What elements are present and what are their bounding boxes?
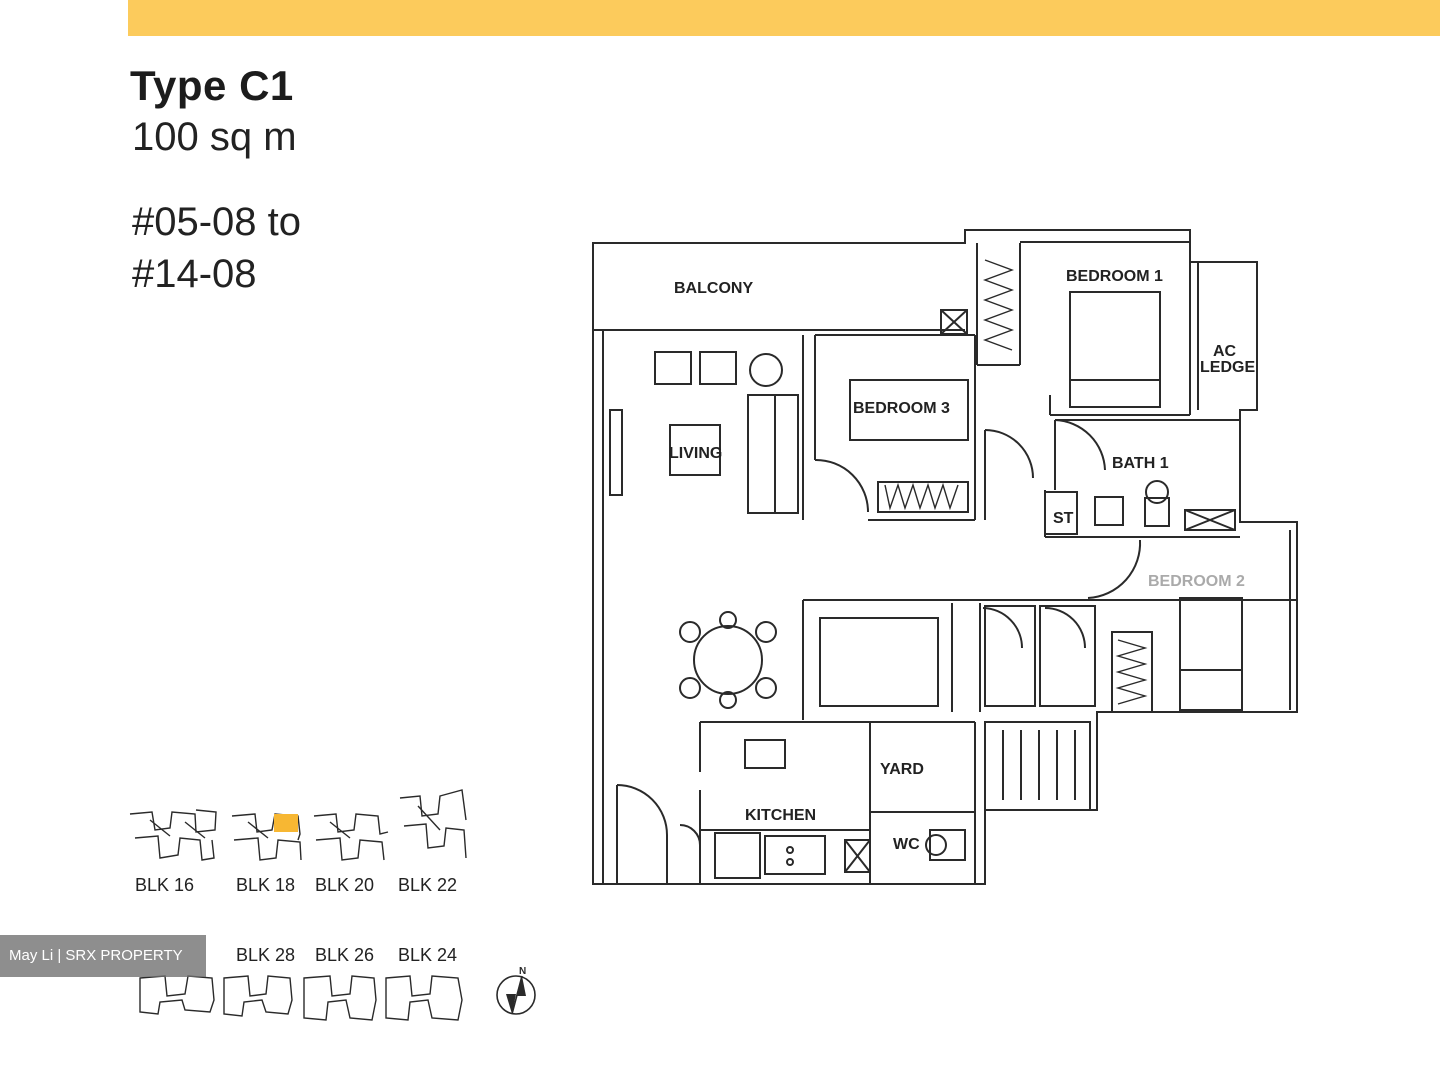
key-plan-blk16 [129,809,217,861]
key-plan-label-blk20: BLK 20 [315,875,374,895]
key-plan-label-blk26: BLK 26 [315,945,374,965]
bed-3 [849,379,969,441]
compass-north-label: N [519,966,526,977]
key-plan-bottom-row [139,975,463,1021]
unit-area: 100 sq m [132,115,297,159]
room-label-bath1: BATH 1 [1112,455,1169,472]
key-plan-highlight-unit [274,814,298,832]
room-label-living: LIVING [669,445,722,462]
watermark-overlay: May Li | SRX PROPERTY [0,935,206,977]
room-label-st: ST [1053,510,1074,527]
unit-type-title: Type C1 [130,62,294,109]
dining-table [693,625,763,695]
key-plan-label-blk28: BLK 28 [236,945,295,965]
sofa [747,394,799,514]
bed-2 [1179,597,1243,711]
accent-bar [128,0,1440,36]
bed-1 [1069,291,1161,408]
unit-range-line1: #05-08 to [132,200,302,244]
key-plan-label-blk16: BLK 16 [135,875,194,895]
outer-wall [592,229,1298,885]
key-plan-blk20 [313,813,389,861]
dry-kitchen-island [819,617,939,707]
key-plan-label-blk18: BLK 18 [236,875,295,895]
room-label-bedroom2: BEDROOM 2 [1148,573,1245,590]
key-plan-blk18 [231,813,302,861]
key-plan-top-row [129,789,467,861]
room-label-bedroom3: BEDROOM 3 [853,400,950,417]
room-label-ac-ledge-1: AC [1213,343,1237,360]
key-plan-label-blk22: BLK 22 [398,875,457,895]
room-label-ac-ledge-2: LEDGE [1200,359,1255,376]
north-compass-icon: N [496,966,536,1015]
unit-range-line2: #14-08 [132,252,257,296]
unit-range: #05-08 to #14-08 [132,196,301,300]
key-plan-blk22 [399,789,467,859]
room-label-kitchen: KITCHEN [745,807,816,824]
room-label-yard: YARD [880,761,924,778]
room-label-wc: WC [893,836,920,853]
room-label-bedroom1: BEDROOM 1 [1066,268,1163,285]
key-plan-label-blk24: BLK 24 [398,945,457,965]
coffee-table [669,424,721,476]
room-label-balcony: BALCONY [674,280,753,297]
